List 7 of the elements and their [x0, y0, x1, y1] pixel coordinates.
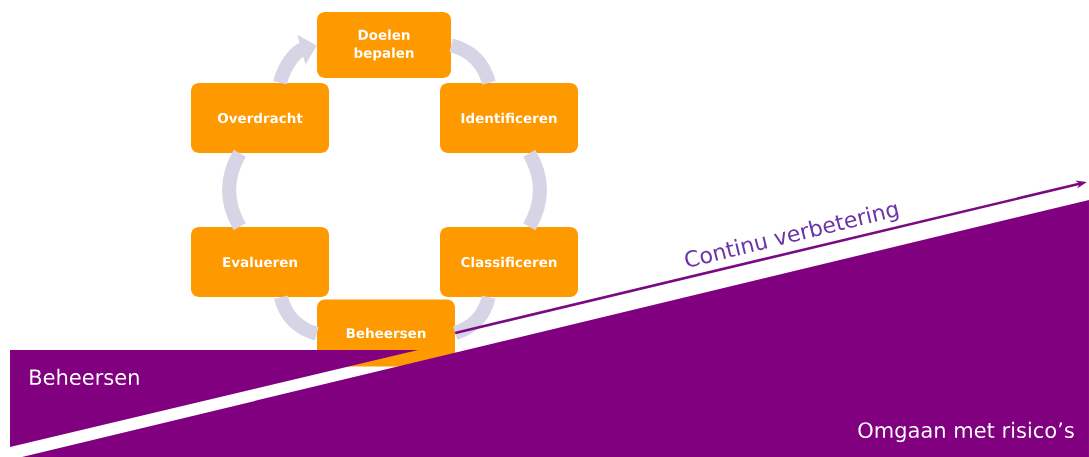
process-box: Identificeren — [440, 83, 578, 153]
band: Beheersen — [10, 350, 418, 447]
process-box: Overdracht — [191, 83, 329, 153]
process-box: Classificeren — [440, 227, 578, 297]
process-box: Evalueren — [191, 227, 329, 297]
process-box: Doelen bepalen — [317, 12, 451, 78]
node-label: Beheersen — [30, 368, 139, 386]
